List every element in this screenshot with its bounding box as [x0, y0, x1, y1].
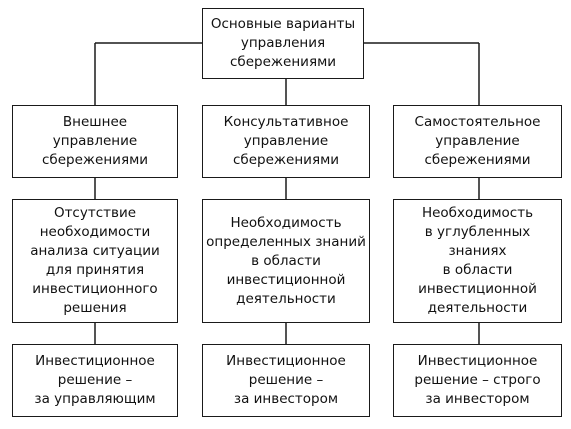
type-box-external: Внешнее управление сбережениями — [12, 105, 178, 178]
decision-box-advisory: Инвестиционное решение – за инвестором — [202, 344, 370, 417]
type-label-advisory: Консультативное управление сбережениями — [223, 114, 349, 168]
type-label-independent: Самостоятельное управление сбережениями — [414, 114, 541, 168]
decision-label-advisory: Инвестиционное решение – за инвестором — [226, 353, 346, 407]
requirement-box-independent: Необходимость в углубленных знаниях в об… — [393, 199, 562, 323]
type-box-independent: Самостоятельное управление сбережениями — [393, 105, 562, 178]
root-label: Основные варианты управления сбережениям… — [210, 16, 356, 70]
requirement-label-external: Отсутствие необходимости анализа ситуаци… — [30, 205, 160, 316]
decision-label-independent: Инвестиционное решение – строго за инвес… — [414, 353, 541, 407]
requirement-label-independent: Необходимость в углубленных знаниях в об… — [418, 205, 537, 316]
decision-label-external: Инвестиционное решение – за управляющим — [34, 353, 156, 407]
type-box-advisory: Консультативное управление сбережениями — [202, 105, 370, 178]
requirement-box-advisory: Необходимость определенных знаний в обла… — [202, 199, 370, 323]
decision-box-external: Инвестиционное решение – за управляющим — [12, 344, 178, 417]
requirement-label-advisory: Необходимость определенных знаний в обла… — [206, 214, 366, 307]
root-box: Основные варианты управления сбережениям… — [202, 8, 364, 79]
decision-box-independent: Инвестиционное решение – строго за инвес… — [393, 344, 562, 417]
type-label-external: Внешнее управление сбережениями — [41, 114, 149, 168]
requirement-box-external: Отсутствие необходимости анализа ситуаци… — [12, 199, 178, 323]
